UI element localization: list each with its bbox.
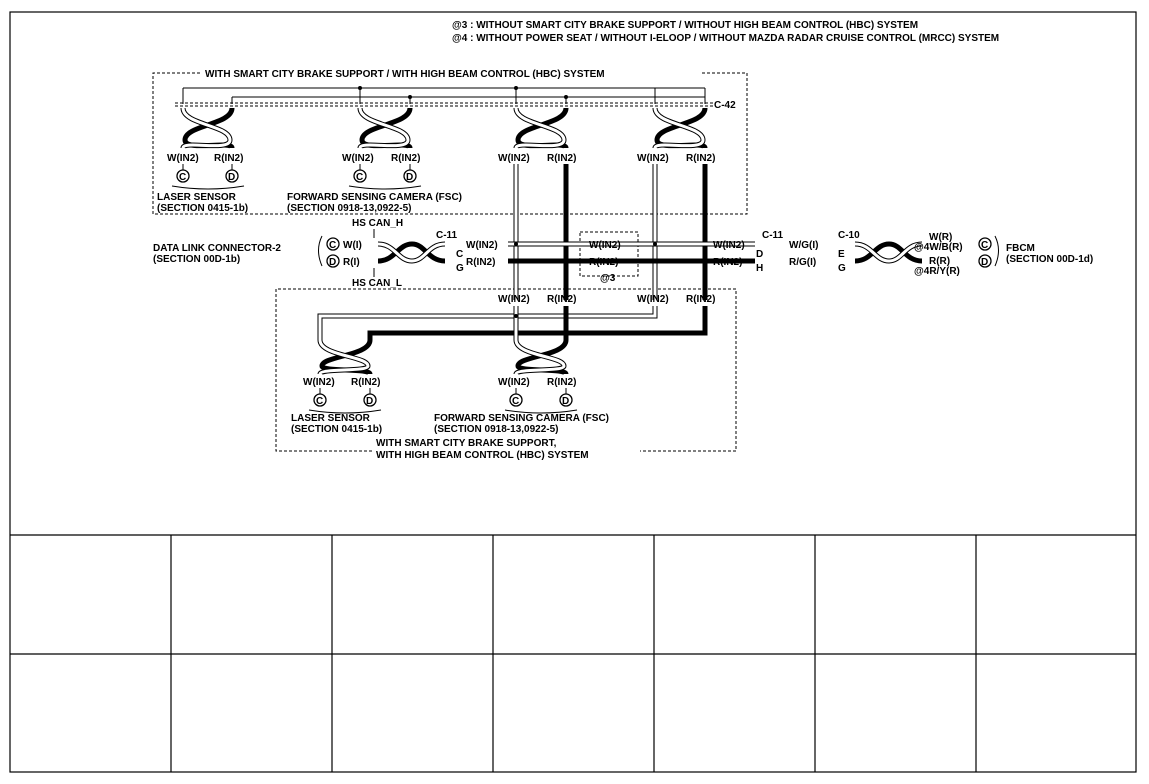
svg-text:D: D xyxy=(228,172,235,183)
svg-text:C: C xyxy=(179,172,186,183)
svg-text:D: D xyxy=(756,249,763,260)
wire-label-wg: W/G(I) xyxy=(789,240,818,251)
twisted-pair-branch-1 xyxy=(513,107,569,151)
bottom-system-box xyxy=(275,288,737,452)
twisted-pair-laser-bottom xyxy=(317,339,373,377)
laser-sensor-label: LASER SENSOR xyxy=(291,413,371,424)
wire-label-r: R(IN2) xyxy=(686,294,715,305)
wire-label-r: R(IN2) xyxy=(351,377,380,388)
laser-sensor-ref: (SECTION 0415-1b) xyxy=(157,203,248,214)
fsc-bottom-pins: C D xyxy=(504,388,578,414)
note-4: @4 : WITHOUT POWER SEAT / WITHOUT I-ELOO… xyxy=(452,33,999,44)
wire-label-r: R(IN2) xyxy=(547,294,576,305)
twisted-pair-fsc-top xyxy=(357,107,413,151)
hs-can-h-label: HS CAN_H xyxy=(352,218,403,229)
bottom-routing xyxy=(317,306,708,340)
twisted-pair-laser-top xyxy=(180,107,235,151)
laser-sensor-bottom-pins: C D xyxy=(308,388,382,414)
wire-label-r: R(IN2) xyxy=(547,153,576,164)
wire-label-r: R(IN2) xyxy=(589,257,618,268)
wire-label-r: R(IN2) xyxy=(466,257,495,268)
wire-label-r: R(IN2) xyxy=(214,153,243,164)
c11-left-label: C-11 xyxy=(436,230,458,241)
wire-label-r: R(IN2) xyxy=(391,153,420,164)
bottom-box-title-2: WITH HIGH BEAM CONTROL (HBC) SYSTEM xyxy=(376,450,589,461)
twisted-pair-dlc xyxy=(377,241,446,264)
vertical-trunks xyxy=(513,164,708,300)
wire-label-w: W(I) xyxy=(343,240,362,251)
wire-label-w: W(IN2) xyxy=(466,240,498,251)
svg-text:H: H xyxy=(756,263,763,274)
twisted-pair-fsc-bottom xyxy=(513,339,569,377)
condition-3-box xyxy=(579,231,639,277)
fbcm-w-wire: W(R) xyxy=(929,232,952,243)
wire-label-w: W(IN2) xyxy=(167,153,199,164)
c42-label: C-42 xyxy=(714,100,736,111)
note-3: @3 : WITHOUT SMART CITY BRAKE SUPPORT / … xyxy=(452,20,918,31)
svg-text:E: E xyxy=(838,249,845,260)
wire-label-rg: R/G(I) xyxy=(789,257,816,268)
fsc-label: FORWARD SENSING CAMERA (FSC) xyxy=(287,192,462,203)
c11-right-label: C-11 xyxy=(762,230,784,241)
wire-label-r: R(IN2) xyxy=(713,257,742,268)
hs-can-l-label: HS CAN_L xyxy=(352,278,402,289)
diagram-frame xyxy=(9,11,1137,773)
svg-text:D: D xyxy=(329,257,336,268)
c42-bus xyxy=(175,86,715,107)
c10-label: C-10 xyxy=(838,230,860,241)
bottom-box-title-1: WITH SMART CITY BRAKE SUPPORT, xyxy=(376,438,557,449)
wire-label-w: W(IN2) xyxy=(589,240,621,251)
wire-label-r: R(IN2) xyxy=(686,153,715,164)
wire-label-r: R(I) xyxy=(343,257,360,268)
wire-label-w: W(IN2) xyxy=(637,294,669,305)
wire-label-w: W(IN2) xyxy=(713,240,745,251)
top-box-title: WITH SMART CITY BRAKE SUPPORT / WITH HIG… xyxy=(205,69,605,80)
dlc-ref: (SECTION 00D-1b) xyxy=(153,254,240,265)
dlc-pins: C D xyxy=(326,237,340,268)
laser-sensor-ref: (SECTION 0415-1b) xyxy=(291,424,382,435)
fsc-ref: (SECTION 0918-13,0922-5) xyxy=(287,203,412,214)
fbcm-w-wire-alt: @4W/B(R) xyxy=(914,242,963,253)
svg-text:C: C xyxy=(356,172,363,183)
top-system-box xyxy=(152,72,748,215)
svg-text:G: G xyxy=(456,263,464,274)
wire-label-w: W(IN2) xyxy=(303,377,335,388)
svg-text:D: D xyxy=(981,257,988,268)
fsc-top-pins: C D xyxy=(348,164,422,190)
fbcm-r-wire-alt: @4R/Y(R) xyxy=(914,266,960,277)
svg-text:C: C xyxy=(981,240,988,251)
twisted-pair-fbcm xyxy=(854,241,923,264)
laser-sensor-label: LASER SENSOR xyxy=(157,192,237,203)
fbcm-label: FBCM xyxy=(1006,243,1035,254)
wire-label-w: W(IN2) xyxy=(498,377,530,388)
svg-text:G: G xyxy=(838,263,846,274)
fbcm-ref: (SECTION 00D-1d) xyxy=(1006,254,1093,265)
fbcm-pins: C D xyxy=(978,235,999,268)
wire-label-w: W(IN2) xyxy=(498,153,530,164)
center-bus xyxy=(508,241,755,264)
fsc-ref: (SECTION 0918-13,0922-5) xyxy=(434,424,559,435)
twisted-pair-branch-2 xyxy=(652,107,708,151)
wire-label-w: W(IN2) xyxy=(342,153,374,164)
dlc-label: DATA LINK CONNECTOR-2 xyxy=(153,243,281,254)
wire-label-r: R(IN2) xyxy=(547,377,576,388)
wire-label-w: W(IN2) xyxy=(498,294,530,305)
fsc-label: FORWARD SENSING CAMERA (FSC) xyxy=(434,413,609,424)
wire-label-w: W(IN2) xyxy=(637,153,669,164)
svg-text:D: D xyxy=(406,172,413,183)
svg-text:C: C xyxy=(316,396,323,407)
svg-text:C: C xyxy=(329,240,336,251)
svg-text:D: D xyxy=(366,396,373,407)
svg-text:D: D xyxy=(562,396,569,407)
svg-text:C: C xyxy=(512,396,519,407)
condition-3-label: @3 xyxy=(600,273,616,284)
fbcm-r-wire: R(R) xyxy=(929,256,950,267)
laser-sensor-top-pins: C D xyxy=(171,164,245,190)
svg-text:C: C xyxy=(456,249,463,260)
